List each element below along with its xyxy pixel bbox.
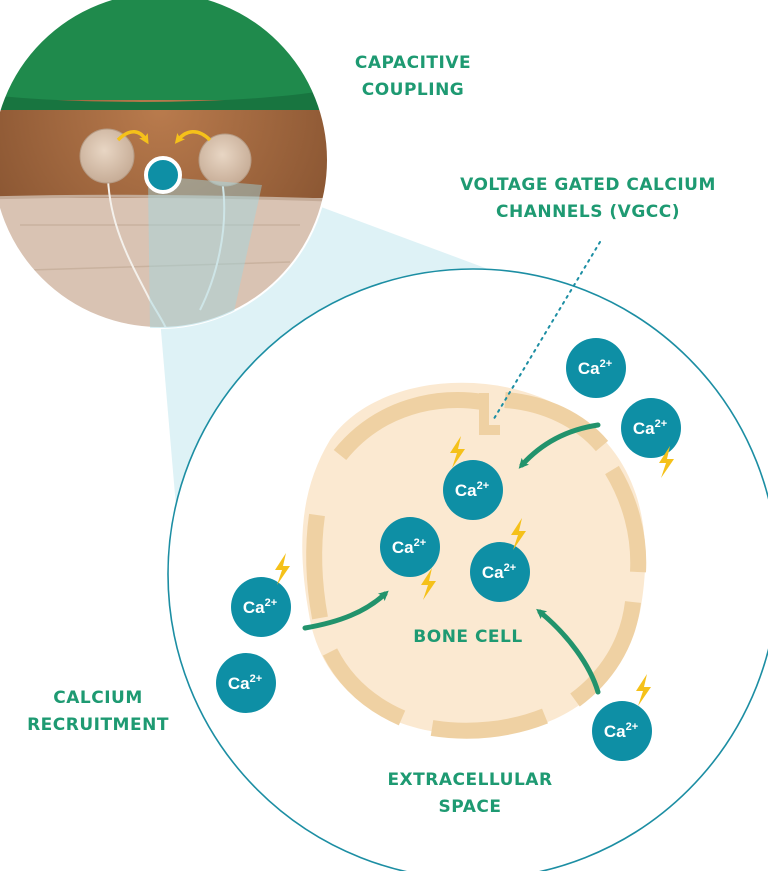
calcium-ion-circle	[231, 577, 291, 637]
calcium-ion-label: Ca2+	[243, 597, 277, 617]
coupling-arrow-icon	[116, 130, 149, 145]
zoom-marker	[144, 156, 182, 194]
curved-arrow-icon	[518, 422, 601, 469]
calcium-ion: Ca2+	[380, 517, 440, 600]
electrode-photo	[0, 0, 328, 328]
calcium-ion-label: Ca2+	[455, 480, 489, 500]
calcium-ion: Ca2+	[566, 338, 626, 398]
calcium-ion: Ca2+	[592, 674, 652, 761]
lightning-bolt-icon	[636, 674, 651, 706]
electrode-pad-icon	[198, 133, 252, 187]
calcium-ions: Ca2+ Ca2+ Ca2+ Ca2+ Ca2+ Ca2+ Ca2+ Ca2+	[216, 338, 681, 761]
calcium-ion-circle	[443, 460, 503, 520]
coupling-arrow-icon	[174, 130, 212, 144]
bone-cell-text: BONE CELL	[413, 627, 523, 647]
calcium-ion-circle	[216, 653, 276, 713]
vgcc-channel	[479, 393, 500, 435]
cell-membrane	[306, 392, 647, 739]
capacitive-coupling-line-1: CAPACITIVE	[354, 53, 472, 73]
calcium-ion-label: Ca2+	[392, 537, 426, 557]
calcium-ion-circle	[566, 338, 626, 398]
calcium-ion-label: Ca2+	[578, 358, 612, 378]
calcium-ion: Ca2+	[216, 653, 276, 713]
electrode-pad-icon	[79, 128, 135, 184]
calcium-ion-label: Ca2+	[633, 418, 667, 438]
extracellular-space-label: EXTRACELLULAR SPACE	[364, 767, 576, 821]
extracellular-space-line-1: EXTRACELLULAR	[387, 770, 553, 790]
calcium-ion-circle	[592, 701, 652, 761]
calcium-ion-label: Ca2+	[228, 673, 262, 693]
lightning-bolt-icon	[659, 446, 674, 478]
vgcc-line-2: CHANNELS (VGCC)	[495, 202, 681, 222]
calcium-ion: Ca2+	[621, 398, 681, 478]
calcium-ion: Ca2+	[443, 436, 503, 520]
calcium-ion-circle	[621, 398, 681, 458]
calcium-ion-circle	[380, 517, 440, 577]
green-drape	[0, 0, 328, 100]
lightning-bolt-icon	[421, 568, 436, 600]
curved-arrow-icon	[536, 608, 601, 695]
extracellular-space-line-2: SPACE	[438, 797, 502, 817]
calcium-ion-circle	[470, 542, 530, 602]
vgcc-pointer-line	[491, 241, 601, 423]
inflow-arrows	[302, 422, 601, 695]
calcium-ion-label: Ca2+	[482, 562, 516, 582]
calcium-recruitment-line-2: RECRUITMENT	[27, 715, 169, 735]
vgcc-label: VOLTAGE GATED CALCIUM CHANNELS (VGCC)	[440, 172, 736, 226]
capacitive-coupling-label: CAPACITIVE COUPLING	[330, 50, 496, 104]
lightning-bolt-icon	[450, 436, 465, 468]
calcium-recruitment-label: CALCIUM RECRUITMENT	[14, 685, 182, 739]
curved-arrow-icon	[302, 590, 389, 631]
calcium-ion: Ca2+	[470, 518, 530, 602]
bone-cell-label: BONE CELL	[398, 624, 538, 651]
zoom-cone-photo-overlay	[148, 178, 262, 328]
capacitive-coupling-line-2: COUPLING	[361, 80, 465, 100]
calcium-ion-label: Ca2+	[604, 721, 638, 741]
vgcc-line-1: VOLTAGE GATED CALCIUM	[460, 175, 716, 195]
calcium-recruitment-line-1: CALCIUM	[53, 688, 143, 708]
lightning-bolt-icon	[275, 553, 290, 585]
lightning-bolt-icon	[511, 518, 526, 550]
calcium-ion: Ca2+	[231, 553, 291, 637]
